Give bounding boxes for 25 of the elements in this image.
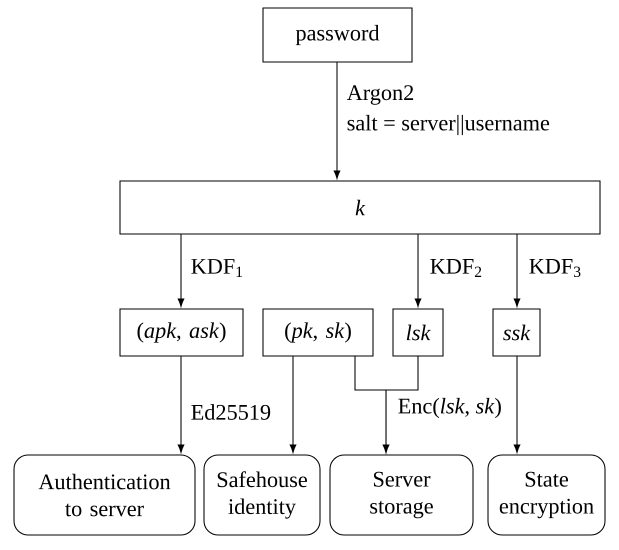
arrow: [514, 356, 520, 453]
process-box: ssk: [492, 308, 541, 357]
process-box: lsk: [392, 308, 444, 357]
arrow: [178, 356, 184, 453]
edge-label: KDF$_{1}$: [190, 258, 245, 278]
edge-label: Argon2: [346, 84, 416, 106]
result-box: State encryption: [487, 454, 606, 536]
arrow: [514, 234, 520, 307]
edge-label: KDF$_{2}$: [428, 258, 484, 278]
process-box: (pk, sk): [262, 308, 374, 357]
result-box: Safehouse identity: [203, 454, 321, 536]
process-box: k: [119, 180, 601, 235]
process-box: password: [262, 7, 413, 63]
result-box: Authentication to server: [13, 454, 196, 536]
arrow: [178, 234, 184, 307]
arrow: [290, 356, 296, 453]
edge-label: KDF$_{3}$: [528, 258, 583, 278]
process-box: (apk, ask): [119, 308, 244, 357]
arrow: [414, 234, 422, 307]
arrow: [334, 62, 340, 179]
note-text: salt = server||username: [346, 114, 552, 136]
arrow: [382, 356, 419, 453]
edge-label: Ed25519: [190, 403, 272, 421]
edge-label: Enc(lsk, sk): [396, 396, 504, 420]
result-box: Server storage: [329, 454, 474, 536]
